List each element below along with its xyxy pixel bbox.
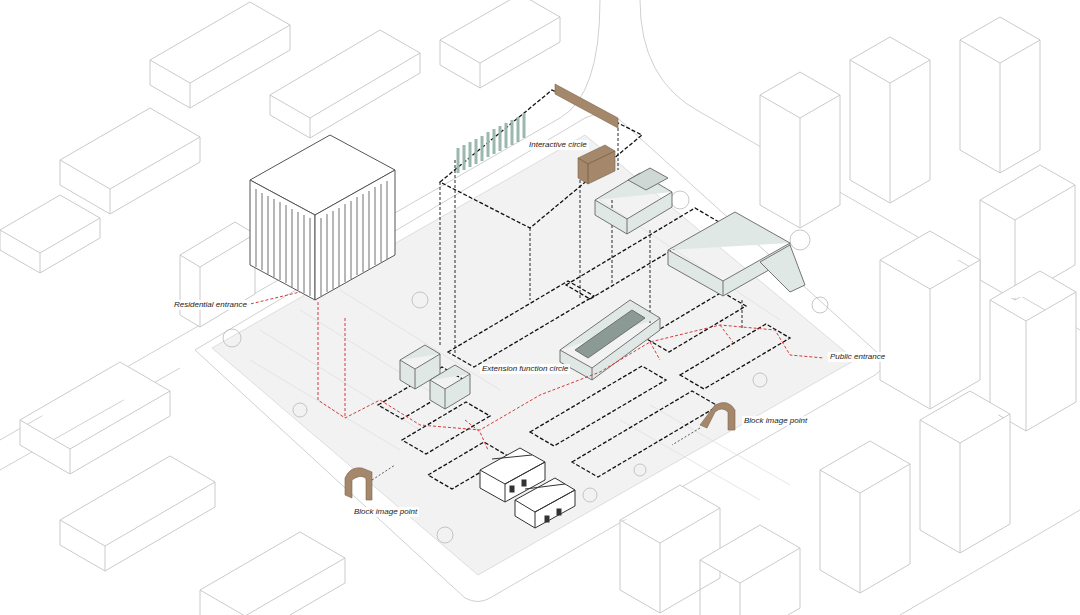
context-tower <box>620 485 720 613</box>
context-tower <box>850 37 930 203</box>
context-block <box>200 532 345 615</box>
drop-line <box>618 128 619 170</box>
context-block <box>60 108 200 214</box>
brown-box <box>578 145 615 184</box>
tree <box>293 403 307 417</box>
building-outline <box>448 281 594 367</box>
houses <box>480 448 575 528</box>
tower-windows <box>321 181 387 296</box>
tree <box>753 373 767 387</box>
window <box>510 486 514 492</box>
context-tower <box>700 525 800 615</box>
context-block <box>0 195 100 273</box>
block-image-arch <box>700 402 735 430</box>
drop-line <box>742 300 743 330</box>
annotation-label: Block image point <box>742 416 809 426</box>
tree <box>223 329 241 347</box>
window <box>557 509 561 515</box>
block-image-arch <box>345 468 372 500</box>
drop-line <box>580 165 581 300</box>
tree <box>790 230 810 250</box>
building-outline <box>530 366 666 446</box>
road-edge <box>640 0 1080 330</box>
context-tower <box>960 17 1040 173</box>
site-ground <box>212 135 855 575</box>
tower-windows <box>256 189 310 296</box>
context-block <box>20 362 170 474</box>
tree <box>412 292 428 308</box>
drop-line <box>612 190 613 285</box>
building-outlines <box>378 208 790 489</box>
building-outline <box>572 391 718 477</box>
drop-line <box>440 182 441 345</box>
window <box>522 480 526 486</box>
context-block <box>440 0 560 88</box>
function-volume <box>628 168 668 190</box>
tree <box>671 191 689 209</box>
context-tower <box>880 231 980 409</box>
function-volumes <box>400 168 805 409</box>
tower-face <box>250 180 315 300</box>
context-tower <box>920 391 1010 553</box>
interactive-plane <box>440 90 642 228</box>
function-volume <box>760 245 805 292</box>
function-volume <box>668 212 790 296</box>
brown-bar <box>555 84 618 128</box>
arch-leaders <box>372 428 700 480</box>
window <box>545 516 549 522</box>
pitched-house <box>515 478 575 528</box>
route-line <box>345 318 346 418</box>
route-line <box>465 420 488 450</box>
leader-line <box>672 428 700 445</box>
route-line <box>246 292 300 305</box>
annotation-label: Residential entrance <box>172 300 249 310</box>
annotation-label: Block image point <box>352 507 419 517</box>
annotation-label: Interactive circle <box>527 140 589 150</box>
residential-tower <box>250 135 395 300</box>
context-tower <box>760 72 840 228</box>
context-tower <box>820 441 910 593</box>
annotation-label: Extension function circle <box>480 364 570 374</box>
tree <box>437 527 453 543</box>
context-block <box>60 456 215 571</box>
tree <box>634 464 646 476</box>
context-tower <box>990 271 1076 431</box>
function-volume <box>560 300 660 380</box>
route-line <box>650 325 735 360</box>
annotation-label: Public entrance <box>828 352 887 362</box>
context-block <box>180 222 255 327</box>
context-block <box>270 30 420 138</box>
building-outline <box>680 324 790 389</box>
tower-face <box>315 170 395 300</box>
leader-line <box>372 465 395 480</box>
tree <box>812 297 828 313</box>
route-line <box>318 302 824 430</box>
drop-line <box>530 228 531 300</box>
green-fin-screen <box>458 113 524 173</box>
tree <box>583 488 597 502</box>
context-block <box>150 2 290 108</box>
function-volume <box>430 365 470 409</box>
circulation-routes <box>246 292 824 450</box>
